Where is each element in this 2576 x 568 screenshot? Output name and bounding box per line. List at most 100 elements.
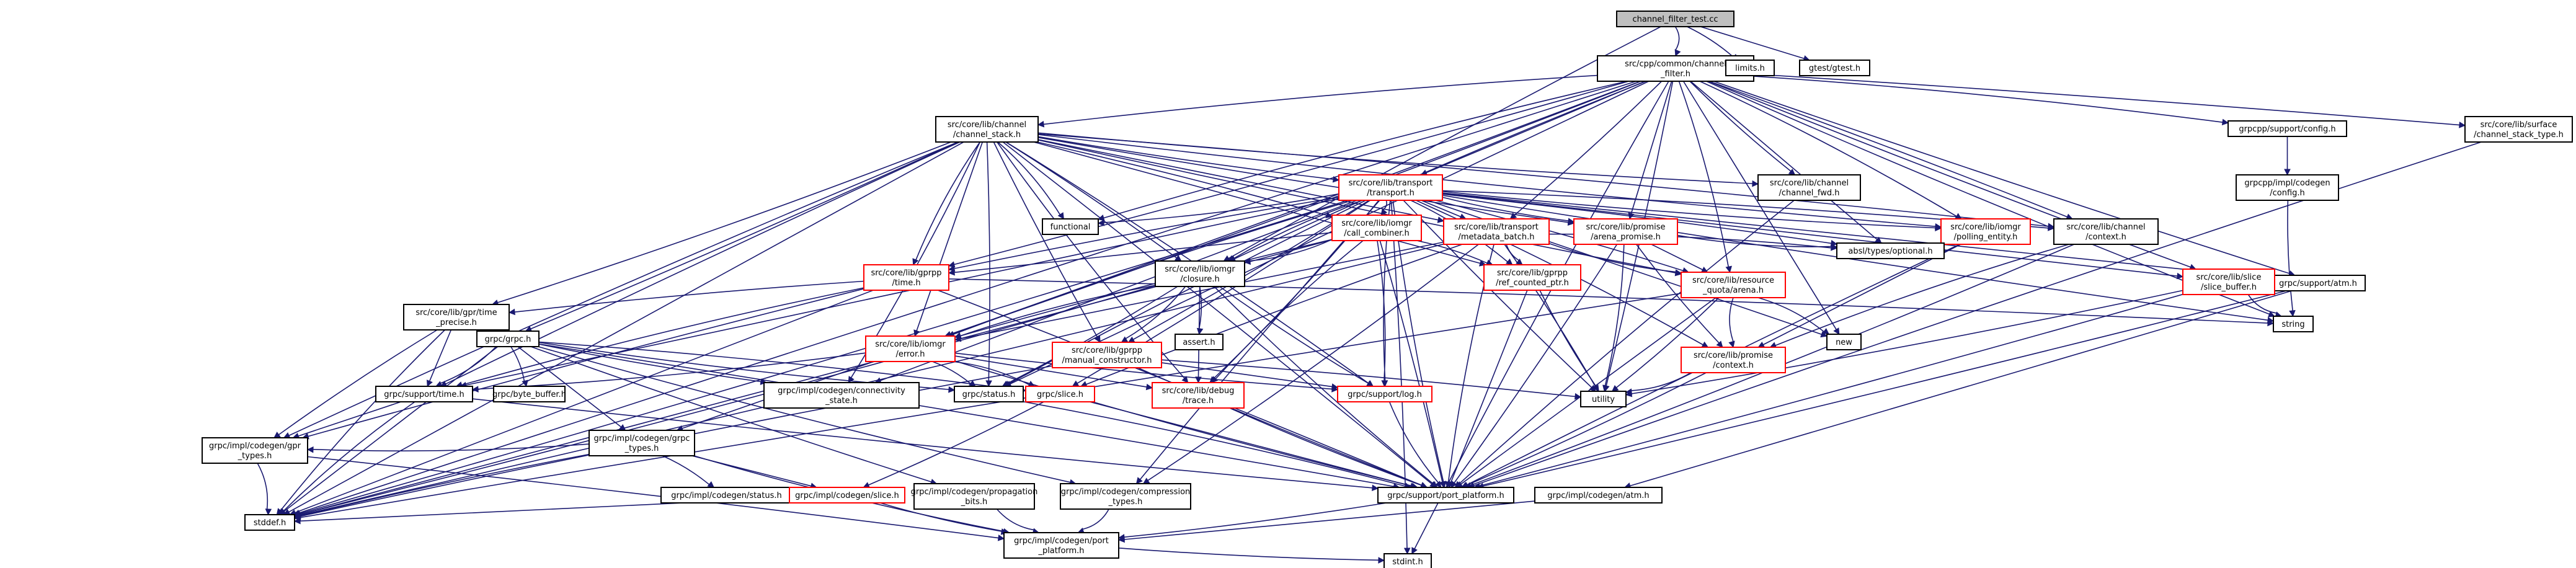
edge-closure-to-assert — [1196, 286, 1204, 335]
node-cplatform[interactable]: grpc/impl/codegen/port_platform.h — [1003, 532, 1119, 559]
node-closure[interactable]: src/core/lib/iomgr/closure.h — [1155, 260, 1245, 287]
node-label: grpc/byte_buffer.h — [492, 390, 566, 399]
node-label: string — [2281, 320, 2304, 329]
node-label: /slice_buffer.h — [2201, 283, 2257, 292]
node-label: grpc/impl/codegen/slice.h — [795, 491, 899, 500]
node-pctx[interactable]: src/core/lib/promise/context.h — [1681, 347, 1786, 373]
node-catm[interactable]: grpc/impl/codegen/atm.h — [1534, 487, 1663, 504]
node-metabatch[interactable]: src/core/lib/transport/metadata_batch.h — [1443, 218, 1550, 245]
node-label: /error.h — [895, 350, 925, 359]
node-utility[interactable]: utility — [1580, 391, 1627, 407]
node-gprtypes[interactable]: grpc/impl/codegen/gpr_types.h — [202, 437, 308, 464]
node-cfwd[interactable]: src/core/lib/channel/channel_fwd.h — [1757, 174, 1861, 201]
node-atm[interactable]: grpc/support/atm.h — [2270, 275, 2366, 291]
node-label: _filter.h — [1660, 69, 1690, 79]
node-slice[interactable]: grpc/slice.h — [1025, 386, 1095, 402]
node-absl[interactable]: absl/types/optional.h — [1836, 242, 1945, 259]
node-label: grpc/impl/codegen/compression — [1061, 487, 1191, 497]
edge-arena-to-new — [1757, 297, 1830, 335]
node-label: grpc/support/time.h — [384, 390, 464, 399]
edge-manual-to-log — [1161, 362, 1339, 390]
node-comp[interactable]: grpc/impl/codegen/compression_types.h — [1060, 483, 1191, 510]
edge-slice-to-platform — [1089, 401, 1417, 489]
node-ctx[interactable]: src/core/lib/channel/context.h — [2053, 218, 2159, 245]
node-label: grpc/impl/codegen/grpc — [593, 434, 690, 443]
node-cstatus[interactable]: grpc/impl/codegen/status.h — [660, 487, 793, 504]
node-log[interactable]: grpc/support/log.h — [1337, 386, 1432, 402]
node-label: /channel_stack.h — [953, 130, 1021, 140]
node-surf[interactable]: src/core/lib/surface/channel_stack_type.… — [2464, 116, 2573, 143]
node-tprecise[interactable]: src/core/lib/gpr/time_precise.h — [403, 304, 510, 331]
edge-cstack-to-status — [985, 141, 992, 388]
node-slicebuf[interactable]: src/core/lib/slice/slice_buffer.h — [2182, 268, 2275, 295]
node-grpch[interactable]: grpc/grpc.h — [476, 331, 540, 347]
node-callcomb[interactable]: src/core/lib/iomgr/call_combiner.h — [1331, 215, 1422, 241]
node-refptr[interactable]: src/core/lib/gprpp/ref_counted_ptr.h — [1483, 264, 1581, 291]
node-limits[interactable]: limits.h — [1725, 60, 1775, 76]
edge-callcomb-to-platform — [1379, 240, 1446, 489]
edge-gprtypes-to-stddef — [257, 463, 272, 516]
edge-cstack-to-stddef — [283, 141, 964, 515]
node-label: /trace.h — [1183, 396, 1214, 406]
node-root: channel_filter_test.cc — [1616, 11, 1734, 27]
edge-arenap-to-pctx — [1636, 244, 1723, 348]
edge-transport-to-error — [948, 200, 1353, 337]
node-platform[interactable]: grpc/support/port_platform.h — [1377, 487, 1514, 504]
edge-stime-to-stddef — [278, 401, 415, 515]
node-label: _platform.h — [1037, 546, 1084, 556]
node-label: grpc/grpc.h — [485, 335, 531, 344]
node-arena[interactable]: src/core/lib/resource_quota/arena.h — [1681, 272, 1786, 298]
node-implcfg[interactable]: grpcpp/impl/codegen/config.h — [2236, 174, 2339, 201]
edge-root-to-limits — [1687, 26, 1739, 61]
node-gtypes[interactable]: grpc/impl/codegen/grpc_types.h — [588, 430, 695, 456]
edge-arenap-to-utility — [1602, 244, 1625, 393]
edge-gtime-to-tprecise — [508, 280, 864, 316]
node-label: src/core/lib/gprpp — [1072, 346, 1142, 355]
edge-root-to-cf — [1674, 26, 1681, 57]
node-assert[interactable]: assert.h — [1175, 334, 1224, 350]
node-error[interactable]: src/core/lib/iomgr/error.h — [865, 335, 956, 362]
node-label: src/core/lib/resource — [1692, 276, 1774, 285]
edge-arenap-to-absl — [1677, 234, 1838, 251]
node-label: grpc/impl/codegen/gpr — [209, 442, 301, 451]
node-label: grpc/impl/codegen/connectivity — [778, 386, 905, 396]
edge-stime-to-platform — [472, 398, 1379, 492]
node-arenap[interactable]: src/core/lib/promise/arena_promise.h — [1573, 218, 1678, 245]
node-cstack[interactable]: src/core/lib/channel/channel_stack.h — [935, 116, 1039, 143]
graph-nodes: channel_filter_test.ccsrc/cpp/common/cha… — [202, 11, 2573, 568]
node-bytebuf[interactable]: grpc/byte_buffer.h — [492, 386, 566, 402]
node-polling[interactable]: src/core/lib/iomgr/polling_entity.h — [1940, 218, 2031, 245]
node-label: grpc/status.h — [962, 390, 1016, 399]
node-label: src/core/lib/transport — [1454, 223, 1539, 232]
node-gtime[interactable]: src/core/lib/gprpp/time.h — [863, 264, 949, 291]
edge-refptr-to-platform — [1448, 290, 1528, 489]
edge-arena-to-utility — [1611, 297, 1720, 392]
node-trace[interactable]: src/core/lib/debug/trace.h — [1152, 382, 1245, 409]
node-conn[interactable]: grpc/impl/codegen/connectivity_state.h — [763, 382, 920, 409]
node-cfg[interactable]: grpcpp/support/config.h — [2227, 120, 2347, 137]
graph-edges — [257, 26, 2482, 564]
node-label: grpc/impl/codegen/atm.h — [1547, 491, 1649, 500]
node-stddef[interactable]: stddef.h — [244, 514, 295, 531]
node-label: _types.h — [238, 451, 272, 461]
node-string[interactable]: string — [2273, 316, 2314, 332]
node-label: grpc/support/atm.h — [2279, 279, 2357, 288]
edge-cstack-to-closure — [1005, 141, 1182, 262]
edge-slice-to-cslice — [863, 401, 1044, 489]
node-new[interactable]: new — [1826, 334, 1862, 350]
node-transport[interactable]: src/core/lib/transport/transport.h — [1338, 174, 1443, 201]
node-label: stddef.h — [254, 518, 286, 528]
edge-transport-to-metabatch — [1421, 200, 1467, 220]
node-functional[interactable]: functional — [1042, 218, 1099, 235]
node-prop[interactable]: grpc/impl/codegen/propagation_bits.h — [911, 483, 1038, 510]
node-stdint[interactable]: stdint.h — [1383, 553, 1432, 568]
node-cslice[interactable]: grpc/impl/codegen/slice.h — [789, 487, 905, 504]
node-manual[interactable]: src/core/lib/gprpp/manual_constructor.h — [1052, 342, 1162, 368]
node-label: _precise.h — [435, 318, 477, 327]
node-gtest[interactable]: gtest/gtest.h — [1799, 60, 1870, 76]
node-label: src/core/lib/gprpp — [871, 268, 941, 278]
node-stime[interactable]: grpc/support/time.h — [375, 386, 473, 402]
edge-gtypes-to-stddef — [293, 453, 590, 519]
node-status[interactable]: grpc/status.h — [954, 386, 1024, 402]
edge-slicebuf-to-string — [2247, 294, 2282, 318]
